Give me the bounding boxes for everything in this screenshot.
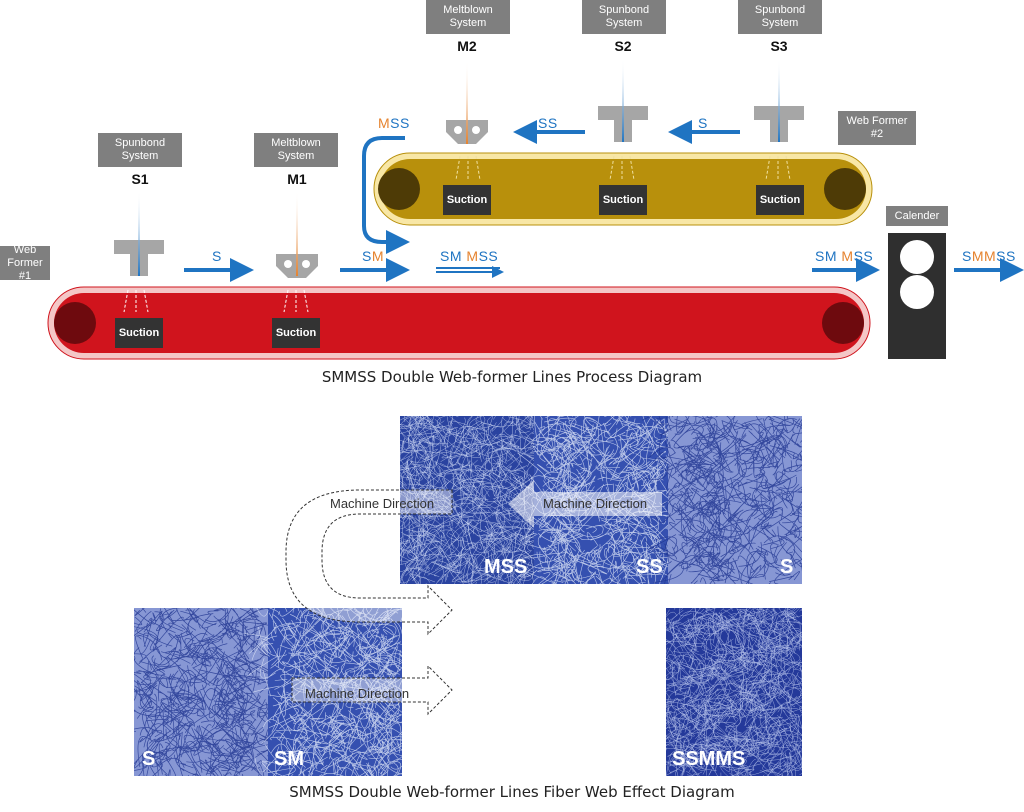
station-id-s2: S2 (614, 38, 632, 54)
suction-box-s3: Suction (756, 185, 804, 215)
flow-label-sm-mss-2: SM MSS (815, 248, 874, 264)
fiber-diagram-caption: SMMSS Double Web-former Lines Fiber Web … (289, 783, 735, 801)
spunbond-die-s3 (754, 58, 804, 142)
suction-box-s2: Suction (599, 185, 647, 215)
spunbond-die-s2 (598, 58, 648, 142)
suction-box-m2: Suction (443, 185, 491, 215)
panel-label-ssmms: SSMMS (672, 748, 746, 770)
calender-machine (888, 233, 946, 359)
flow-label-smmss: SMMSS (962, 248, 1016, 264)
panel-label-mss: MSS (484, 556, 528, 578)
flow-label-ss: SS (538, 115, 558, 131)
machine-direction-label-2: Machine Direction (543, 496, 648, 511)
station-id-m1: M1 (287, 171, 307, 187)
system-box-s1: Spunbond System (98, 133, 182, 167)
system-box-s3: Spunbond System (738, 0, 822, 34)
flow-label-s-upper: S (698, 115, 708, 131)
web-former-2-label: Web Former #2 (838, 111, 916, 145)
flow-label-sm: SM (362, 248, 385, 264)
fiber-panel-bottom-left (134, 608, 402, 776)
spray-lines (123, 289, 309, 313)
system-box-s2: Spunbond System (582, 0, 666, 34)
system-box-m1: Meltblown System (254, 133, 338, 167)
suction-box-m1: Suction (272, 318, 320, 348)
web-former-1-conveyor (47, 286, 871, 360)
station-id-s3: S3 (770, 38, 788, 54)
meltblown-die-m1 (276, 190, 318, 278)
machine-direction-label-3: Machine Direction (305, 686, 410, 701)
flow-arrows (184, 120, 1024, 282)
machine-direction-label-1: Machine Direction (330, 496, 435, 511)
station-id-s1: S1 (131, 171, 149, 187)
fiber-panel-result (666, 608, 802, 776)
suction-box-s1: Suction (115, 318, 163, 348)
calender-label: Calender (886, 206, 948, 226)
meltblown-die-m2 (446, 60, 488, 144)
flow-label-s: S (212, 248, 222, 264)
flow-label-sm-mss-1: SM MSS (440, 248, 499, 264)
panel-label-s-top: S (780, 556, 794, 578)
station-id-m2: M2 (457, 38, 477, 54)
panel-label-sm: SM (274, 748, 304, 770)
process-diagram-caption: SMMSS Double Web-former Lines Process Di… (321, 368, 703, 386)
web-former-1-label: Web Former #1 (0, 244, 50, 282)
system-box-m2: Meltblown System (426, 0, 510, 34)
flow-label-mss: MSS (378, 115, 410, 131)
panel-label-s-bottom: S (142, 748, 156, 770)
machine-direction-arrows (285, 480, 662, 716)
panel-label-ss: SS (636, 556, 663, 578)
spunbond-die-s1 (114, 190, 164, 276)
